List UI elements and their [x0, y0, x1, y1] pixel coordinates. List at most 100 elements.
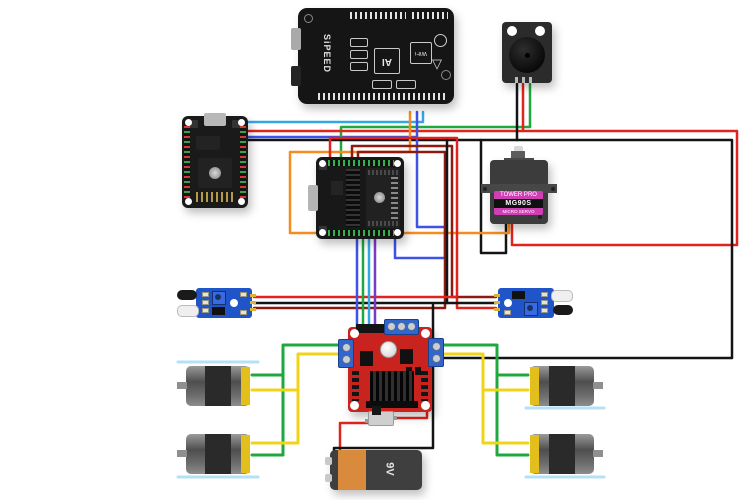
wifi-chip-label: WiFi — [415, 50, 427, 56]
buzzer-pin — [529, 77, 532, 83]
label-box — [350, 38, 368, 47]
ai-chip-box: AI — [374, 48, 400, 74]
sensor-pin — [250, 301, 256, 304]
motor-band — [205, 366, 231, 406]
usb-c-port — [291, 28, 301, 50]
buzzer-pin — [522, 77, 525, 83]
usb-port — [308, 185, 318, 211]
smd-part — [541, 300, 548, 305]
esp-pin-dots-bottom — [368, 221, 398, 226]
label-box — [350, 50, 368, 59]
smd-part — [202, 308, 209, 313]
flange-hole — [551, 187, 555, 191]
ir-led-dark — [177, 290, 197, 300]
comparator-ic — [212, 307, 225, 315]
esp-pin-dots-top — [368, 170, 398, 175]
chip-column — [346, 169, 360, 227]
motor-cap — [530, 367, 539, 405]
battery-voltage-label: 9V — [383, 462, 396, 476]
l298n-driver — [338, 319, 444, 412]
motor-band — [549, 366, 575, 406]
terminal-motor-right — [428, 338, 444, 367]
wire-black-7 — [479, 138, 508, 255]
triangle-mark: ▽ — [432, 56, 442, 71]
smd-part — [240, 292, 247, 297]
smd-part — [541, 292, 548, 297]
wire-green-2 — [339, 82, 532, 165]
smd-column — [421, 371, 428, 401]
terminal-motor-left — [338, 339, 354, 368]
terminal-screw — [407, 322, 416, 331]
ir-led-dark — [553, 305, 573, 315]
smd-part — [504, 310, 511, 315]
terminal-screw — [387, 322, 396, 331]
mounting-hole — [238, 119, 245, 126]
motor-cap — [530, 435, 539, 473]
wifi-chip-box: WiFi — [410, 42, 432, 64]
sensor-pin — [250, 294, 256, 297]
terminal-screw — [342, 343, 351, 352]
motor-cap — [241, 367, 250, 405]
servo-type: MICRO SERVO — [494, 208, 543, 215]
wire-black-5 — [244, 138, 734, 360]
esp-module — [366, 168, 400, 228]
mounting-hole — [319, 160, 326, 167]
esp32-board — [182, 113, 248, 208]
wire-darkred-11 — [350, 144, 498, 299]
smd-part — [202, 292, 209, 297]
wire-darkred-12 — [252, 150, 447, 310]
servo-model: MG90S — [494, 199, 543, 208]
smd-column — [352, 371, 359, 401]
battery-band — [338, 450, 366, 490]
pin-row-bottom — [328, 230, 394, 236]
maixduino-board: SiPEED AI WiFi ▽ — [291, 8, 454, 104]
heatsink-base — [366, 401, 418, 408]
servo-flange — [481, 184, 557, 193]
battery-terminal — [325, 457, 332, 465]
motor-shaft — [177, 382, 187, 389]
mounting-hole — [238, 198, 245, 205]
mounting-hole — [394, 160, 401, 167]
nodemcu-board — [308, 157, 404, 239]
mounting-hole — [185, 119, 192, 126]
pin-column-left — [184, 126, 190, 200]
ir-sensor-right — [494, 288, 573, 318]
terminal-screw — [432, 354, 441, 363]
mounting-hole — [421, 401, 430, 410]
ir-sensor-left — [177, 288, 256, 318]
battery-terminal — [325, 474, 332, 482]
mounting-hole — [394, 229, 401, 236]
terminal-power — [384, 319, 419, 335]
mounting-hole — [304, 14, 313, 23]
wire-cyan-0 — [244, 110, 425, 124]
smd-part — [240, 310, 247, 315]
mounting-hole — [441, 70, 451, 80]
servo-label: TOWER PRO MG90S MICRO SERVO — [494, 191, 543, 215]
power-switch — [365, 406, 397, 426]
sensor-pin — [494, 301, 500, 304]
usb-port — [204, 113, 226, 126]
motor-rear-right — [530, 434, 603, 474]
screw-dot — [538, 215, 542, 219]
wire-black-13 — [445, 138, 498, 305]
motor-rear-left — [177, 434, 250, 474]
antenna — [196, 192, 234, 202]
terminal-screw — [432, 342, 441, 351]
smd-part — [202, 300, 209, 305]
battery-9v: 9V — [325, 450, 422, 490]
brand-text: SiPEED — [322, 34, 332, 74]
potentiometer — [212, 291, 226, 305]
pin-column-right — [240, 126, 246, 200]
motor-shaft — [177, 450, 187, 457]
label-box — [396, 80, 416, 89]
chip-logo — [209, 167, 221, 179]
sensor-pin — [494, 308, 500, 311]
flange-hole — [483, 187, 487, 191]
buzzer-pin — [515, 77, 518, 83]
wire-green-24 — [430, 343, 530, 457]
wire-red-3 — [244, 129, 739, 247]
mounting-hole — [350, 401, 359, 410]
servo-horn-tip — [514, 146, 523, 153]
buzzer-module — [502, 22, 552, 83]
